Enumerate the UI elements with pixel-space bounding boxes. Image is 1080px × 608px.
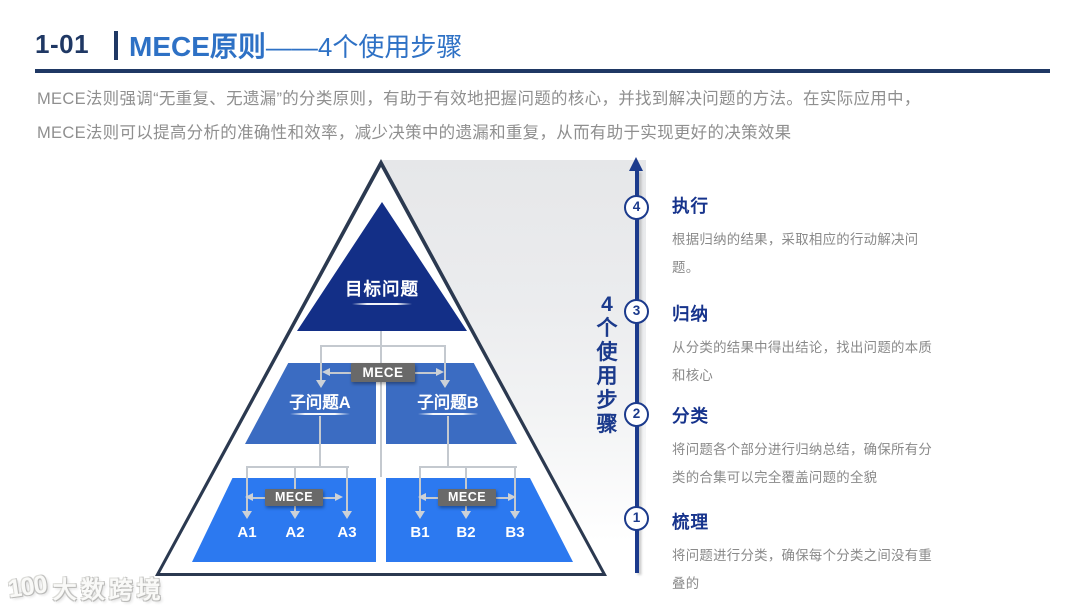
item-b3-label: B3 (505, 524, 525, 541)
connector-line (465, 466, 467, 511)
step-2-title: 分类 (672, 406, 709, 426)
sub-problem-a-label: 子问题A (289, 394, 351, 412)
step-3-desc: 从分类的结果中得出结论，找出问题的本质和核心 (672, 340, 933, 383)
mece-tag-middle: MECE (351, 363, 415, 382)
mece-tag-bottom-left: MECE (265, 489, 323, 506)
down-arrow-icon (342, 511, 352, 519)
connector-line (444, 345, 446, 380)
page-title-main: MECE原则 (129, 31, 266, 62)
down-arrow-icon (440, 380, 450, 388)
connector-line (380, 345, 382, 477)
connector-line (320, 345, 446, 347)
step-1-desc: 将问题进行分类，确保每个分类之间没有重叠的 (672, 548, 933, 591)
connector-line (329, 371, 351, 374)
connector-line (419, 466, 421, 511)
left-arrow-icon (322, 368, 330, 376)
connector-line (319, 416, 321, 467)
right-arrow-icon (508, 493, 516, 501)
step-circle-1: 1 (624, 506, 649, 531)
connector-line (247, 466, 349, 468)
step-block-2: 分类 将问题各个部分进行归纳总结，确保所有分类的合集可以完全覆盖问题的全貌 (672, 403, 938, 492)
item-a2-label: A2 (285, 524, 305, 541)
down-arrow-icon (415, 511, 425, 519)
connector-line (420, 466, 517, 468)
intro-line-1: MECE法则强调“无重复、无遗漏”的分类原则，有助于有效地把握问题的核心，并找到… (37, 90, 921, 108)
intro-line-2: MECE法则可以提高分析的准确性和效率，减少决策中的遗漏和重复，从而有助于实现更… (37, 124, 792, 142)
watermark-logo: 100 (6, 570, 49, 604)
axis-vertical-label: 4 个 使 用 步 骤 (596, 293, 618, 436)
connector-line (514, 466, 516, 511)
connector-line (246, 466, 248, 511)
step-1-title: 梳理 (672, 512, 709, 532)
page-title-sub: ——4个使用步骤 (265, 32, 463, 62)
right-arrow-icon (335, 493, 343, 501)
down-arrow-icon (316, 380, 326, 388)
down-arrow-icon (242, 511, 252, 519)
top-level-label: 目标问题 (345, 279, 419, 299)
step-2-desc: 将问题各个部分进行归纳总结，确保所有分类的合集可以完全覆盖问题的全貌 (672, 442, 933, 485)
down-arrow-icon (461, 511, 471, 519)
step-circle-4: 4 (624, 195, 649, 220)
connector-line (323, 496, 336, 499)
step-circle-3: 3 (624, 299, 649, 324)
connector-line (415, 371, 437, 374)
left-arrow-icon (245, 493, 253, 501)
step-circle-2: 2 (624, 402, 649, 427)
watermark-text: 大数跨境 (52, 577, 165, 604)
section-code: 1-01 (35, 29, 90, 59)
connector-line (380, 331, 382, 346)
connector-line (425, 496, 438, 499)
right-arrow-icon (436, 368, 444, 376)
connector-line (346, 466, 348, 511)
header-divider-bar (114, 31, 118, 60)
item-a3-label: A3 (337, 524, 357, 541)
down-arrow-icon (290, 511, 300, 519)
sub-a-underline (290, 413, 350, 415)
up-arrow-icon (629, 157, 643, 171)
connector-line (294, 466, 296, 511)
sub-b-underline (418, 413, 478, 415)
item-b2-label: B2 (456, 524, 476, 541)
item-b1-label: B1 (410, 524, 430, 541)
step-block-4: 执行 根据归纳的结果，采取相应的行动解决问题。 (672, 193, 938, 282)
connector-line (252, 496, 265, 499)
left-arrow-icon (418, 493, 426, 501)
connector-line (320, 345, 322, 380)
page-title: MECE原则——4个使用步骤 (129, 25, 462, 65)
connector-line (447, 416, 449, 467)
step-block-3: 归纳 从分类的结果中得出结论，找出问题的本质和核心 (672, 301, 938, 390)
top-label-underline (352, 303, 412, 305)
item-a1-label: A1 (237, 524, 257, 541)
connector-line (496, 496, 509, 499)
step-3-title: 归纳 (672, 304, 709, 324)
step-4-title: 执行 (672, 196, 709, 216)
header-rule (35, 69, 1050, 73)
step-block-1: 梳理 将问题进行分类，确保每个分类之间没有重叠的 (672, 509, 938, 598)
down-arrow-icon (510, 511, 520, 519)
step-4-desc: 根据归纳的结果，采取相应的行动解决问题。 (672, 232, 919, 275)
mece-tag-bottom-right: MECE (438, 489, 496, 506)
steps-axis-line (635, 170, 639, 573)
watermark: 100 大数跨境 (6, 570, 165, 605)
sub-problem-b-label: 子问题B (417, 394, 479, 412)
